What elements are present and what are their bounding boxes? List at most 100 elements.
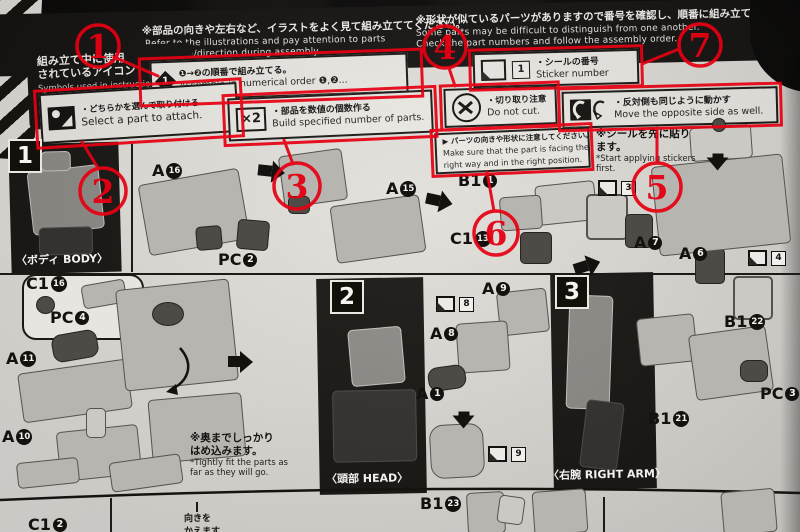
step-arrow xyxy=(257,164,273,177)
row-divider xyxy=(0,273,800,275)
note-change-direction: 向きを かえます xyxy=(184,513,220,532)
note-stickers-en1: *Start applying stickers xyxy=(596,154,696,164)
legend-orientation: ▶ パーツの向きや形状に注意してください。 Make sure that the… xyxy=(434,126,593,175)
curved-arrow xyxy=(166,347,190,395)
sticker-number-3: 3 xyxy=(621,180,636,196)
section2-caption: 〈頭部 HEAD〉 xyxy=(325,471,409,486)
arm-silhouette-upper xyxy=(565,294,614,410)
x2-icon: ×2 xyxy=(235,106,267,132)
note-fit-en2: far as they will go. xyxy=(190,468,269,478)
sticker-number-8: 8 xyxy=(459,296,474,312)
part-illustration-a15 xyxy=(329,194,427,264)
torso-socket xyxy=(152,302,184,326)
note-dir-jp1: 向きを xyxy=(184,514,212,524)
sticker-icon xyxy=(598,180,617,196)
part-illustration-c1-13 xyxy=(520,232,552,264)
pin-part-illustration xyxy=(86,408,106,438)
sticker-ref-8: 8 xyxy=(436,296,474,312)
assembled-head-illustration xyxy=(428,422,486,480)
sticker-number-4: 4 xyxy=(771,250,786,266)
column-divider xyxy=(110,498,112,532)
note-stickers-jp1: ※シールを先に貼り xyxy=(596,128,691,140)
sticker-ref-4: 4 xyxy=(748,250,786,266)
sticker-icon xyxy=(488,446,507,462)
sticker-ref-3: 3 xyxy=(598,180,636,196)
down-arrow xyxy=(458,411,470,416)
bottom-part-illustration xyxy=(496,494,526,526)
body-silhouette-top xyxy=(40,150,72,172)
note-stickers-en2: first. xyxy=(596,164,616,174)
do-not-cut-icon xyxy=(451,92,482,123)
sticker-grille-left xyxy=(625,214,653,248)
note-stickers-first: ※シールを先に貼り ます。 *Start applying stickers f… xyxy=(596,128,696,174)
legend-do-not-cut: ・切り取り注意 Do not cut. xyxy=(443,85,558,128)
shoulder-silhouette xyxy=(332,389,418,463)
note-stickers-jp2: ます。 xyxy=(596,141,627,153)
select-part-icon xyxy=(47,105,76,131)
note-tick xyxy=(196,502,198,512)
part-illustration-pc2b xyxy=(235,218,271,252)
part-illustration-a8 xyxy=(455,320,511,374)
sticker-number-9: 9 xyxy=(511,446,526,462)
note-fit-jp2: はめ込みます。 xyxy=(190,445,263,457)
down-arrow xyxy=(712,153,724,158)
legend-sticker-number: 1 ・シールの番号 Sticker number xyxy=(472,48,640,89)
part-illustration-pc4 xyxy=(36,296,55,314)
sticker-backing-right xyxy=(733,276,773,320)
legend-opposite-side: ・反対側も同じように動かす Move the opposite side as … xyxy=(561,86,779,129)
sticker-icon xyxy=(480,59,507,81)
section1-number: 1 xyxy=(8,139,42,173)
note-fit-en1: *Tightly fit the parts as xyxy=(190,458,288,468)
sticker-backing-left xyxy=(586,194,628,240)
step-arrow xyxy=(228,356,240,367)
head-silhouette xyxy=(347,325,406,388)
note-fit-jp1: ※奥までしっかり xyxy=(190,432,274,444)
note-dir-jp2: かえます xyxy=(184,527,221,532)
ball-joint xyxy=(712,118,726,132)
bottom-part-illustration xyxy=(720,487,778,532)
sticker-number-box: 1 xyxy=(511,60,531,79)
page-curl-shadow xyxy=(780,55,800,532)
legend-sticker-en: Sticker number xyxy=(536,67,609,81)
section2-number: 2 xyxy=(330,280,364,314)
part-illustration-chest xyxy=(498,194,544,232)
move-opposite-icon xyxy=(569,98,605,121)
subassembly-joint xyxy=(288,196,310,214)
note-fit-fully: ※奥までしっかり はめ込みます。 *Tightly fit the parts … xyxy=(190,432,288,478)
body-silhouette xyxy=(26,164,106,236)
section3-caption: 〈右腕 RIGHT ARM〉 xyxy=(547,466,667,483)
arm-silhouette-lower xyxy=(578,398,625,472)
sticker-ref-9: 9 xyxy=(488,446,526,462)
part-illustration-pc3 xyxy=(740,360,768,382)
sticker-icon xyxy=(748,250,767,266)
sticker-icon xyxy=(436,296,455,312)
column-divider xyxy=(131,144,133,272)
diamond-number: 1 xyxy=(161,75,170,87)
legend-build-count: ×2 ・部品を数値の個数作る Build specified number of… xyxy=(227,89,434,142)
section3-number: 3 xyxy=(555,275,589,309)
bottom-part-illustration xyxy=(531,488,589,532)
part-illustration-pc2a xyxy=(195,224,223,252)
legend-opposite-en: Move the opposite side as well. xyxy=(614,105,764,120)
legend-cut-en: Do not cut. xyxy=(487,105,541,118)
